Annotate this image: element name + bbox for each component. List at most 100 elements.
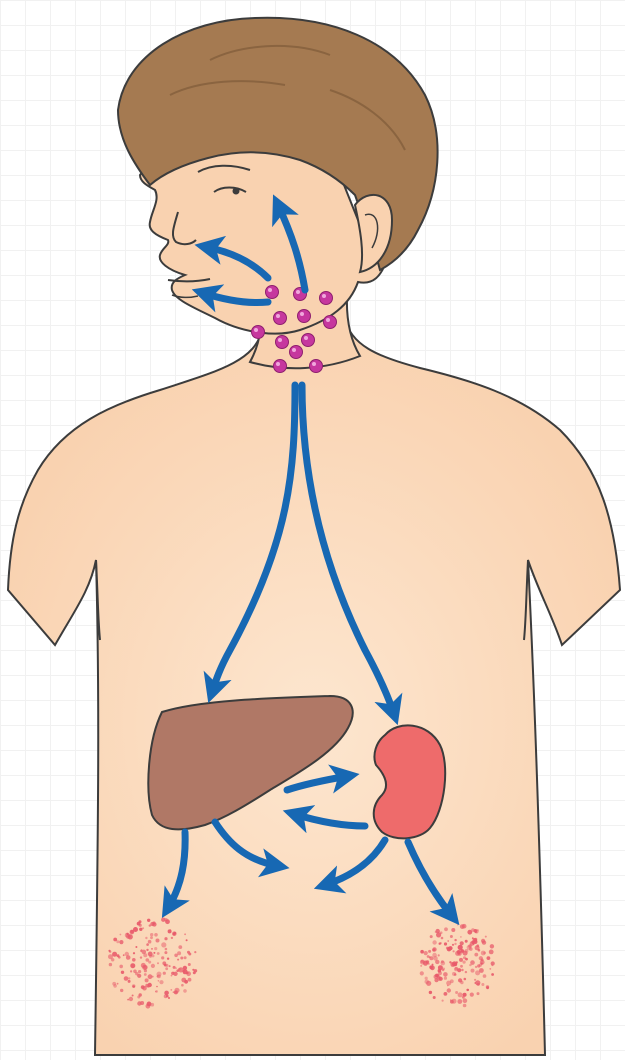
rash-dot bbox=[173, 932, 176, 935]
rash-dot bbox=[432, 947, 436, 951]
rash-dot bbox=[141, 985, 145, 989]
rash-dot bbox=[458, 992, 463, 997]
rash-dot bbox=[109, 963, 112, 966]
rash-dot bbox=[479, 964, 482, 967]
particle bbox=[252, 326, 265, 339]
rash-dot bbox=[113, 938, 117, 942]
rash-dot bbox=[485, 936, 487, 938]
rash-dot bbox=[447, 940, 449, 942]
rash-dot bbox=[450, 979, 454, 983]
rash-dot bbox=[446, 947, 449, 950]
rash-dot bbox=[173, 966, 176, 969]
particle-highlight bbox=[278, 338, 282, 342]
rash-dot bbox=[458, 978, 462, 982]
rash-dot bbox=[130, 963, 135, 968]
rash-dot bbox=[463, 961, 466, 964]
particle-highlight bbox=[300, 312, 304, 316]
rash-dot bbox=[447, 988, 451, 992]
rash-dot bbox=[420, 950, 424, 954]
rash-dot bbox=[171, 972, 174, 975]
rash-dot bbox=[444, 927, 448, 931]
rash-dot bbox=[139, 928, 142, 931]
particle-highlight bbox=[322, 294, 326, 298]
particle-highlight bbox=[276, 314, 280, 318]
rash-dot bbox=[120, 989, 123, 992]
rash-dot bbox=[161, 956, 164, 959]
rash-dot bbox=[146, 943, 149, 946]
rash-dot bbox=[464, 978, 467, 981]
rash-dot bbox=[121, 971, 124, 974]
rash-dot bbox=[156, 986, 158, 988]
rash-dot bbox=[432, 953, 437, 958]
rash-dot bbox=[156, 939, 160, 943]
rash-dot bbox=[163, 972, 166, 975]
rash-dot bbox=[120, 934, 122, 936]
rash-dot bbox=[177, 951, 181, 955]
rash-dot bbox=[453, 950, 455, 952]
rash-dot bbox=[457, 999, 462, 1004]
rash-dot bbox=[426, 981, 431, 986]
rash-dot bbox=[140, 956, 142, 958]
rash-dot bbox=[477, 929, 479, 931]
rash-dot bbox=[452, 999, 457, 1004]
rash-dot bbox=[430, 935, 433, 938]
rash-dot bbox=[146, 949, 148, 951]
particle-highlight bbox=[326, 318, 330, 322]
rash-dot bbox=[181, 984, 184, 987]
rash-dot bbox=[130, 970, 132, 972]
rash-dot bbox=[474, 979, 476, 981]
rash-dot bbox=[440, 931, 443, 934]
rash-dot bbox=[444, 977, 447, 980]
particle-highlight bbox=[268, 288, 272, 292]
rash-dot bbox=[142, 950, 147, 955]
rash-dot bbox=[483, 974, 487, 978]
rash-dot bbox=[448, 946, 452, 950]
rash-dot bbox=[463, 1004, 467, 1008]
rash-dot bbox=[489, 968, 491, 970]
rash-dot bbox=[475, 970, 480, 975]
rash-dot bbox=[438, 954, 440, 956]
rash-dot bbox=[164, 994, 168, 998]
rash-dot bbox=[159, 980, 163, 984]
rash-dot bbox=[441, 961, 446, 966]
rash-dot bbox=[117, 954, 120, 957]
rash-dot bbox=[108, 950, 110, 952]
rash-dot bbox=[477, 992, 480, 995]
rash-dot bbox=[475, 966, 477, 968]
rash-dot bbox=[165, 948, 168, 951]
rash-dot bbox=[462, 924, 467, 929]
particle-highlight bbox=[296, 290, 300, 294]
rash-dot bbox=[184, 980, 188, 984]
rash-dot bbox=[457, 924, 459, 926]
rash-dot bbox=[452, 944, 454, 946]
rash-dot bbox=[432, 964, 434, 966]
rash-dot bbox=[465, 940, 468, 943]
rash-dot bbox=[175, 967, 177, 969]
rash-dot bbox=[465, 958, 468, 961]
rash-dot bbox=[460, 936, 462, 938]
rash-dot bbox=[165, 967, 168, 970]
particle bbox=[290, 346, 303, 359]
rash-dot bbox=[437, 977, 441, 981]
rash-dot bbox=[459, 958, 463, 962]
rash-dot bbox=[157, 952, 160, 955]
rash-dot bbox=[457, 968, 461, 972]
rash-dot bbox=[481, 983, 484, 986]
particle-highlight bbox=[254, 328, 258, 332]
rash-dot bbox=[428, 950, 431, 953]
rash-dot bbox=[111, 958, 114, 961]
rash-dot bbox=[119, 965, 123, 969]
rash-dot bbox=[113, 984, 117, 988]
rash-dot bbox=[177, 959, 179, 961]
rash-dot bbox=[421, 960, 424, 963]
particle bbox=[320, 292, 333, 305]
rash-dot bbox=[116, 940, 119, 943]
rash-dot bbox=[188, 963, 191, 966]
rash-dot bbox=[151, 948, 153, 950]
rash-dot bbox=[194, 951, 196, 953]
rash-dot bbox=[150, 933, 153, 936]
rash-dot bbox=[455, 951, 460, 956]
particle bbox=[324, 316, 337, 329]
